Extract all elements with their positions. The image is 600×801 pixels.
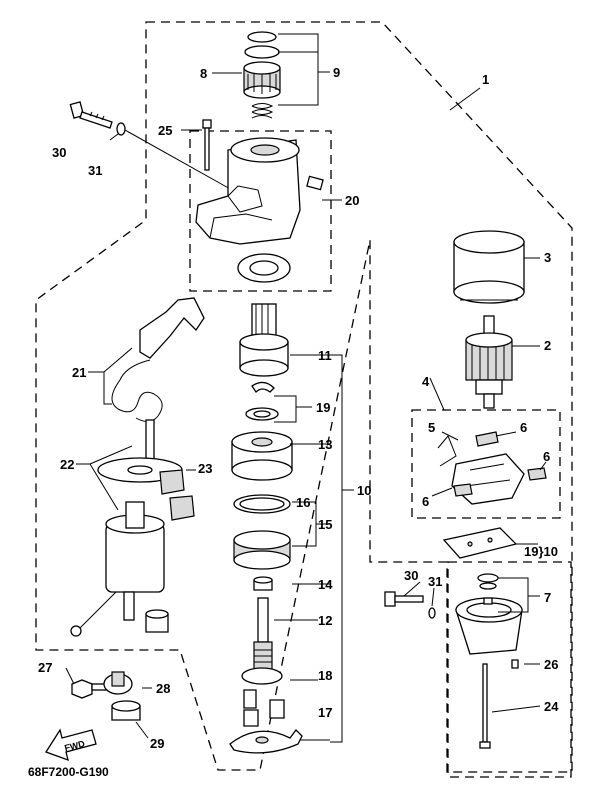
callout-29: 29 [150,736,164,751]
bolt-30-left [69,101,233,191]
callout-23: 23 [198,461,212,476]
callout-3: 3 [544,250,551,265]
bolt-25 [202,119,212,171]
callout-20: 20 [345,193,359,208]
callout-11: 11 [318,348,332,363]
callout-labels: 1 2 3 4 5 6 6 6 7 8 9 10 19}10 11 12 13 … [38,65,559,751]
brush-holder [437,431,547,505]
callout-9: 9 [333,65,340,80]
callout-5: 5 [428,420,435,435]
yoke-armature [453,230,525,409]
diagram-caption: 68F7200-G190 [28,765,109,779]
shift-lever [111,297,205,422]
callout-16: 16 [296,495,310,510]
assembly-boundaries [35,21,573,778]
callout-13: 13 [318,437,332,452]
callout-7: 7 [544,590,551,605]
front-housing [195,137,324,283]
callout-19: 19 [316,400,330,415]
callout-31-right: 31 [428,574,442,589]
callout-31-left: 31 [88,163,102,178]
callout-12: 12 [318,613,332,628]
callout-17: 17 [318,705,332,720]
callout-8: 8 [200,66,207,81]
drive-assembly [229,303,303,754]
callout-30-right: 30 [404,568,418,583]
callout-27: 27 [38,660,52,675]
pinion-group [243,31,281,119]
fwd-arrow-icon: FWD [45,728,97,762]
callout-15: 15 [318,517,332,532]
solenoid [70,419,183,637]
leader-lines [65,33,547,743]
callout-21: 21 [72,365,86,380]
callout-10a: 10 [357,483,371,498]
callout-6b: 6 [543,449,550,464]
callout-24: 24 [544,699,559,714]
terminal-parts [71,609,169,721]
callout-6a: 6 [520,420,527,435]
brush-pair-23 [159,469,195,521]
callout-18: 18 [318,668,332,683]
end-cover-group [384,527,523,749]
callout-2: 2 [544,338,551,353]
svg-text:FWD: FWD [63,738,86,753]
callout-25: 25 [158,123,172,138]
callout-22: 22 [60,457,74,472]
callout-30-left: 30 [52,145,66,160]
callout-19-10: 19}10 [524,544,558,559]
callout-1: 1 [482,72,489,87]
callout-4: 4 [422,374,430,389]
callout-28: 28 [156,681,170,696]
callout-26: 26 [544,657,558,672]
callout-14: 14 [318,577,333,592]
callout-6c: 6 [422,494,429,509]
